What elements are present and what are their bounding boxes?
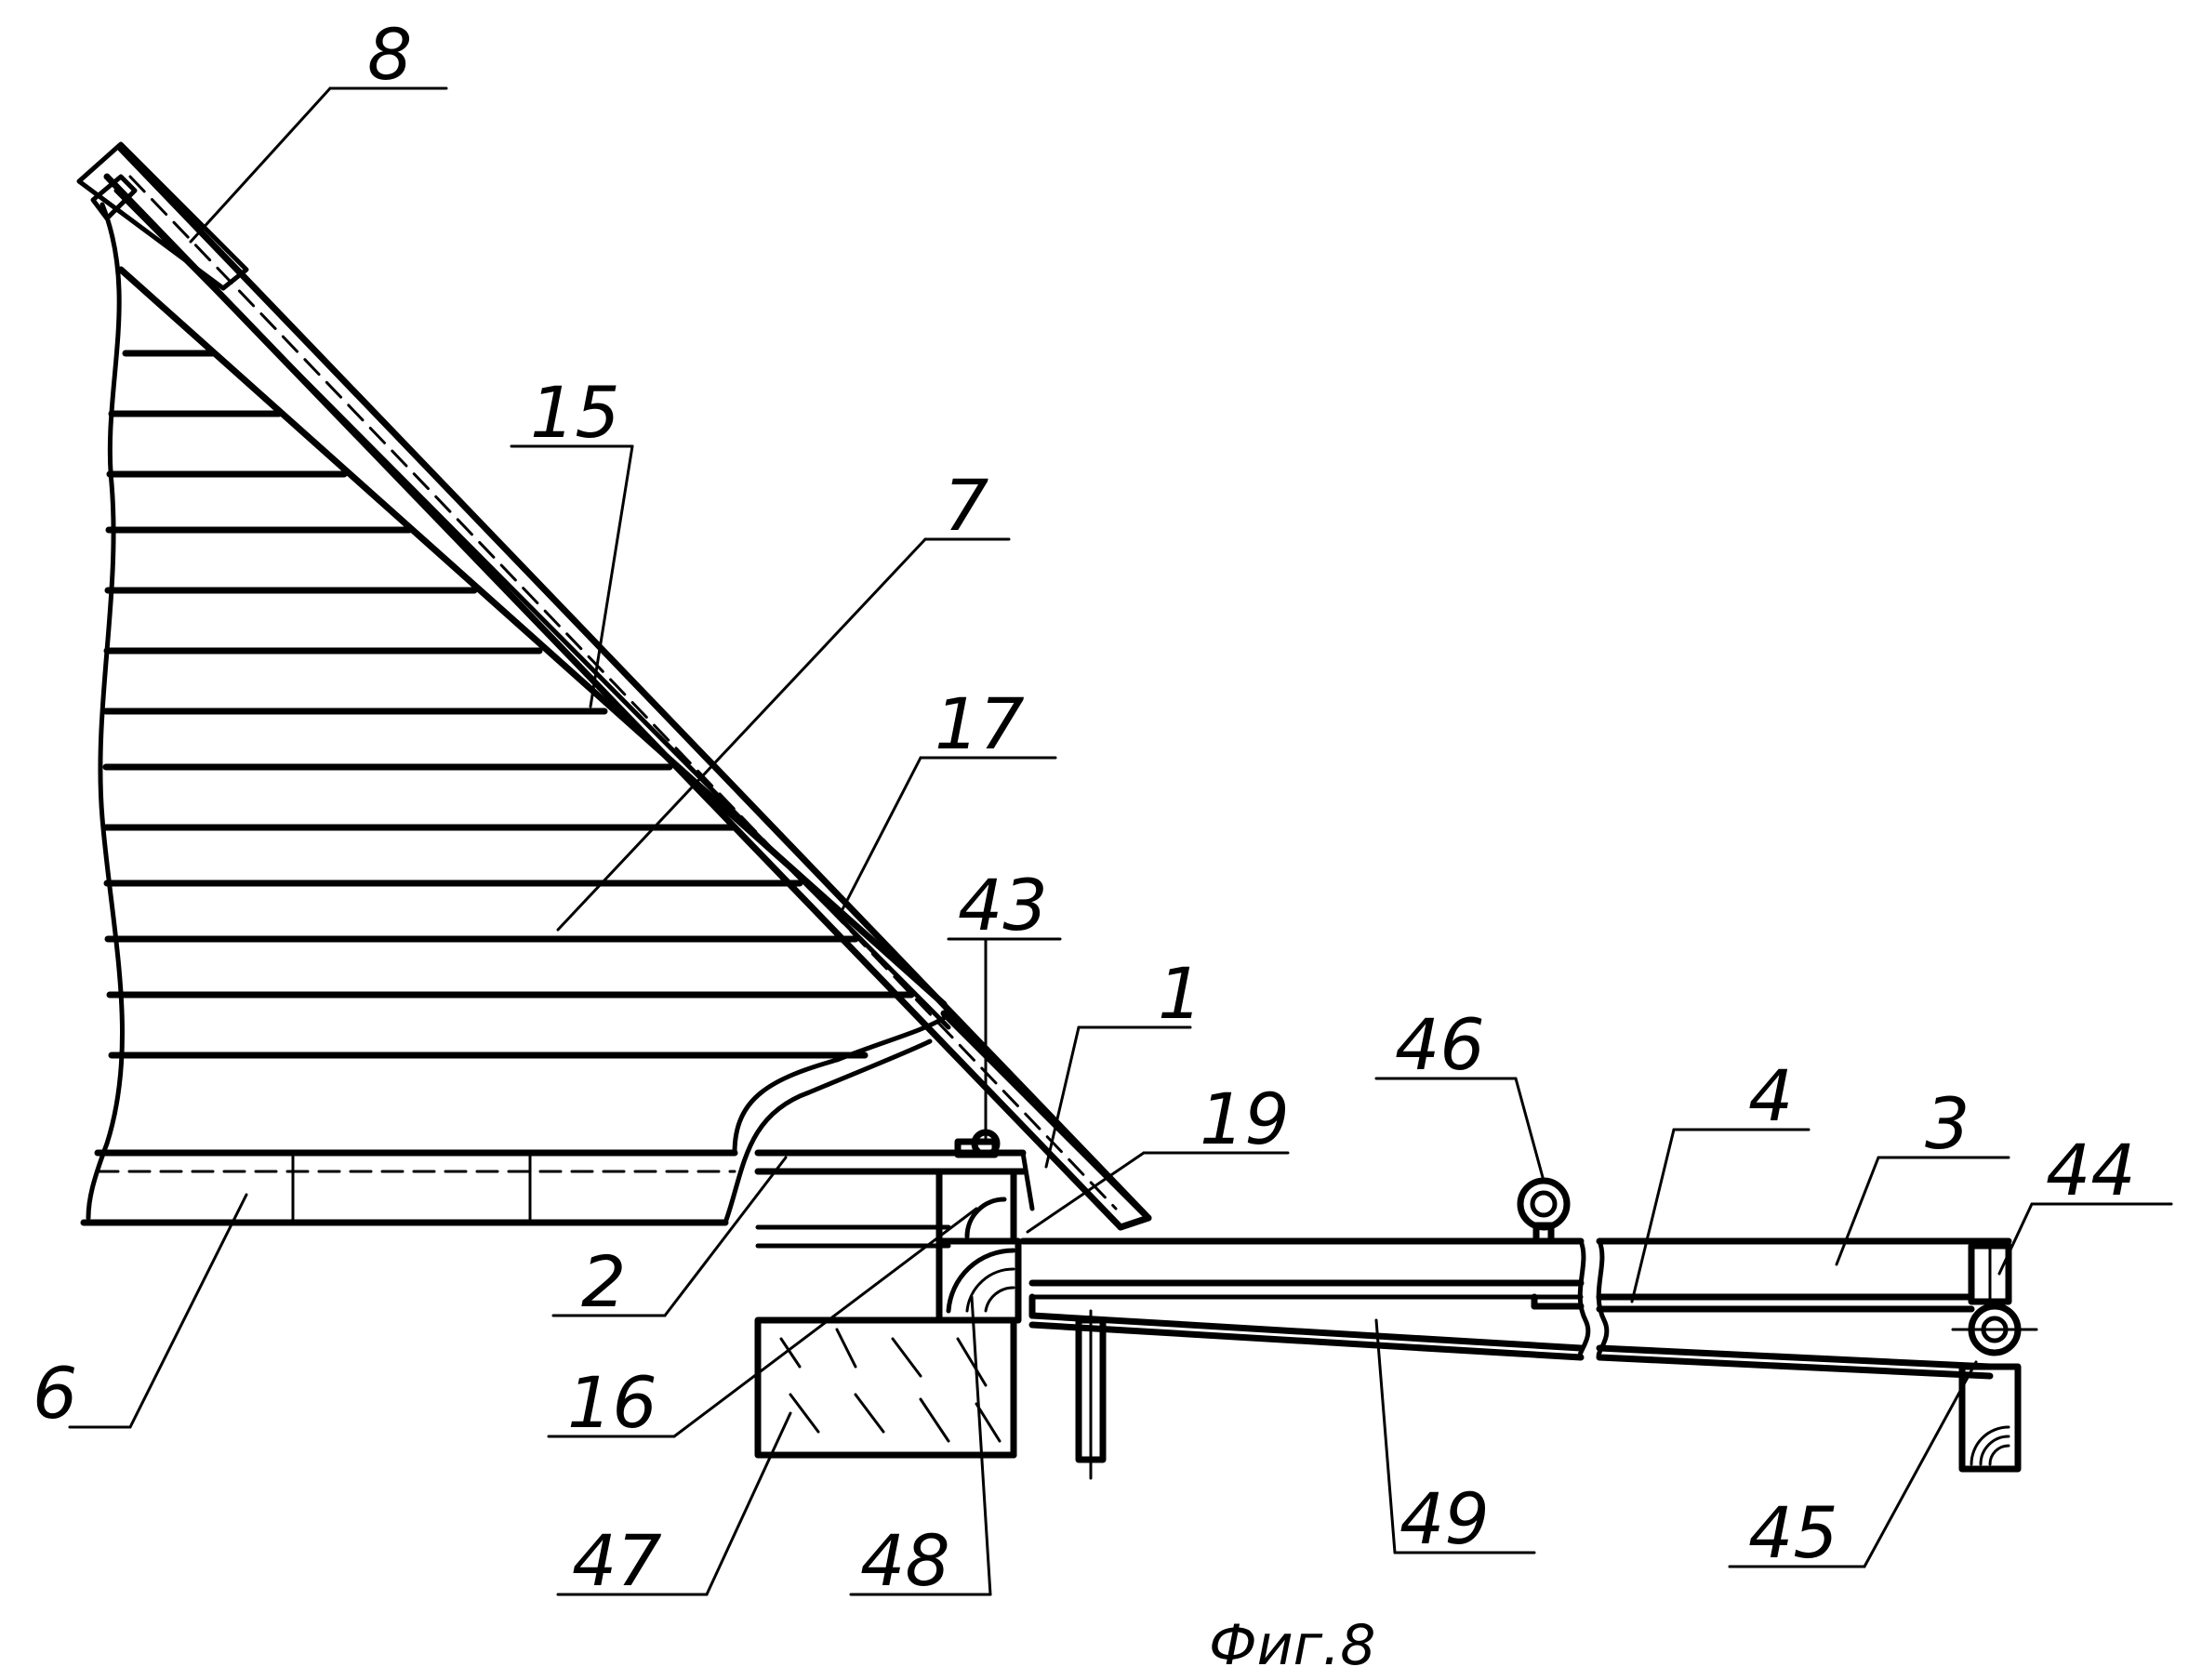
callout-45: 45: [1748, 1491, 1838, 1574]
callout-46: 46: [1395, 1003, 1485, 1086]
callout-2: 2: [581, 1240, 626, 1323]
callout-44: 44: [2046, 1129, 2136, 1211]
frame-3-4-49: [1023, 1241, 2009, 1478]
knob-46: [1520, 1181, 1567, 1241]
base-beam-6: [84, 1153, 735, 1223]
callout-16: 16: [567, 1361, 657, 1444]
callout-48: 48: [860, 1519, 950, 1602]
callout-43: 43: [958, 864, 1048, 946]
callout-8: 8: [367, 13, 412, 96]
callout-1: 1: [1158, 952, 1202, 1035]
callout-3: 3: [1925, 1082, 1970, 1165]
roller-44-support-45: [1953, 1246, 2036, 1469]
callout-7: 7: [944, 464, 988, 547]
callout-47: 47: [572, 1519, 662, 1602]
figure-caption: Фиг.8: [1209, 1613, 1375, 1678]
callout-49: 49: [1399, 1477, 1490, 1560]
callout-19: 19: [1200, 1078, 1290, 1160]
callout-6: 6: [33, 1352, 77, 1435]
callouts: 8 15 7 17 43 1 19 46 4 3 44 6 2 16 47 48…: [33, 13, 2136, 1602]
callout-17: 17: [935, 682, 1025, 765]
callout-15: 15: [530, 371, 620, 454]
joint-assembly: [758, 1132, 1032, 1320]
callout-4: 4: [1748, 1054, 1793, 1137]
